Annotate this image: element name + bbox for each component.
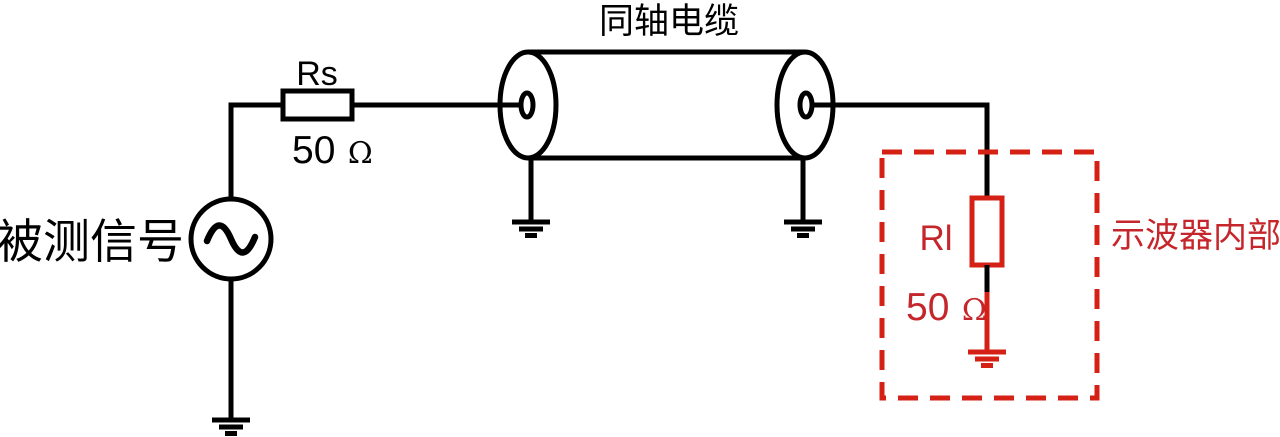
sine-wave-icon	[203, 222, 259, 256]
wire-source-to-rs	[228, 102, 285, 202]
coax-body-lines	[528, 49, 805, 161]
coax-cable-label: 同轴电缆	[599, 2, 739, 42]
ground-icon-coax-right	[784, 219, 822, 238]
coax-right-pin-icon	[797, 90, 815, 120]
wire-coax-to-rl	[811, 102, 990, 198]
scope-internal-label: 示波器内部	[1111, 216, 1280, 256]
ground-icon-coax-left	[512, 219, 550, 238]
rs-resistor	[280, 88, 355, 122]
rs-value: 50 Ω	[292, 129, 373, 172]
ground-icon-scope	[968, 349, 1006, 368]
signal-source-label: 被测信号	[0, 215, 184, 270]
rl-value: 50 Ω	[906, 286, 987, 329]
scope-boundary-box	[879, 149, 1100, 401]
coax-cable-icon	[497, 49, 836, 161]
coax-left-pin-icon	[518, 90, 536, 120]
rl-label: Rl	[919, 219, 952, 258]
rl-resistor	[969, 195, 1005, 268]
ground-icon-source	[212, 417, 250, 436]
rs-label: Rs	[296, 55, 338, 93]
ac-source-icon	[188, 196, 274, 282]
